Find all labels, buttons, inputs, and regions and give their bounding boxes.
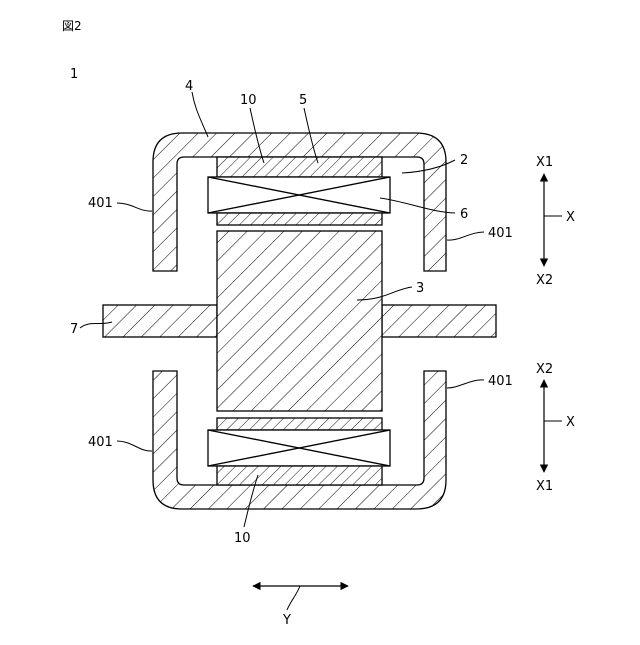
axis-y-label: Y — [282, 613, 291, 628]
axis-top-x2-label: X2 — [536, 273, 553, 288]
label-401-upper-left: 401 — [88, 196, 113, 211]
plate-upper — [217, 213, 382, 225]
label-10-top: 10 — [240, 93, 257, 108]
coil-lower — [208, 430, 390, 466]
plate-lower — [217, 418, 382, 430]
coil-6-upper — [208, 177, 390, 213]
leader-401-lr — [447, 380, 484, 388]
axis-bottom-x-label: X — [566, 415, 575, 430]
label-401-upper-right: 401 — [488, 226, 513, 241]
figure-title: 図2 — [62, 19, 82, 33]
leader-401-ul — [117, 203, 152, 211]
axis-top-x-label: X — [566, 210, 575, 225]
leader-401-ur — [447, 232, 484, 240]
label-7: 7 — [70, 322, 78, 337]
label-2: 2 — [460, 153, 468, 168]
label-10-bottom: 10 — [234, 531, 251, 546]
winding-10-upper — [217, 157, 382, 177]
axis-bottom-x2-label: X2 — [536, 362, 553, 377]
axis-y-leader — [287, 586, 300, 610]
core-3 — [217, 231, 382, 411]
axis-top-x1-label: X1 — [536, 155, 553, 170]
label-401-lower-left: 401 — [88, 435, 113, 450]
axis-bottom-x1-label: X1 — [536, 479, 553, 494]
label-5: 5 — [299, 93, 307, 108]
label-4: 4 — [185, 79, 193, 94]
leader-401-ll — [117, 441, 152, 451]
leader-4 — [192, 92, 208, 137]
label-3: 3 — [416, 281, 424, 296]
shaft-7-right — [382, 305, 496, 337]
label-6: 6 — [460, 207, 468, 222]
winding-10-lower — [217, 466, 382, 485]
shaft-7-left — [103, 305, 217, 337]
assembly-ref-label: 1 — [70, 67, 78, 82]
label-401-lower-right: 401 — [488, 374, 513, 389]
